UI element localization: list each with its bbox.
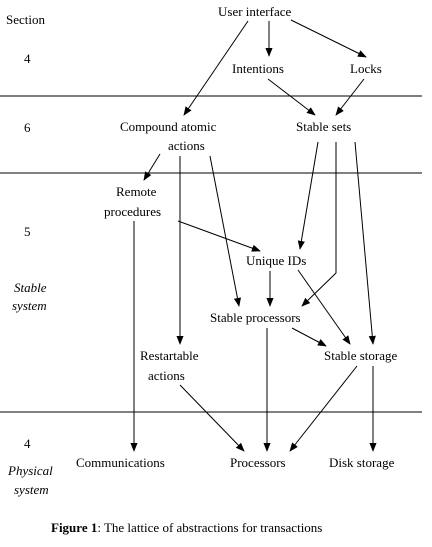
node-stable-processors: Stable processors [210, 310, 301, 325]
section-number-user-interface: 4 [24, 51, 31, 66]
edge-user-interface-to-locks [290, 19, 367, 58]
section-number-physical: 4 [24, 436, 31, 451]
node-processors: Processors [230, 455, 286, 470]
edge-stable-sets-to-stable-processors [301, 142, 337, 307]
section-number-stable: 5 [24, 224, 31, 239]
edge-stable-sets-to-unique-ids [297, 141, 319, 250]
node-intentions: Intentions [232, 61, 284, 76]
edge-user-interface-to-compound [183, 20, 249, 116]
physical-system-label-line-1: Physical [7, 463, 53, 478]
node-restartable-actions-line-1: Restartable [140, 348, 199, 363]
node-remote-procedures-line-1: Remote [116, 184, 157, 199]
node-locks: Locks [350, 61, 382, 76]
edge-unique-ids-to-stable-storage [297, 269, 351, 345]
edge-stable-processors-to-stable-storage [291, 327, 327, 347]
section-header: Section [6, 12, 45, 27]
stable-system-label-line-2: system [12, 298, 47, 313]
edge-intentions-to-stable-sets [267, 78, 316, 116]
node-communications: Communications [76, 455, 165, 470]
stable-system-label-line-1: Stable [14, 280, 47, 295]
node-compound-atomic-actions-line-2: actions [168, 138, 205, 153]
node-disk-storage: Disk storage [329, 455, 395, 470]
edge-stable-sets-to-stable-storage [354, 141, 376, 345]
node-stable-storage: Stable storage [324, 348, 398, 363]
edge-stable-storage-to-processors [289, 365, 358, 452]
edge-compound-to-stable-processors [209, 155, 241, 307]
node-compound-atomic-actions-line-1: Compound atomic [120, 119, 217, 134]
physical-system-label-line-2: system [14, 482, 49, 497]
figure-caption-text: : The lattice of abstractions for transa… [97, 520, 322, 535]
node-user-interface: User interface [218, 4, 291, 19]
section-number-compound: 6 [24, 120, 31, 135]
node-unique-ids: Unique IDs [246, 253, 306, 268]
node-stable-sets: Stable sets [296, 119, 351, 134]
figure-caption: Figure 1: The lattice of abstractions fo… [51, 520, 322, 535]
edge-compound-to-remote-procedures [143, 153, 161, 181]
node-restartable-actions-line-2: actions [148, 368, 185, 383]
edge-locks-to-stable-sets [335, 78, 365, 116]
edge-remote-procedures-to-unique-ids [177, 220, 261, 252]
figure-caption-label: Figure 1 [51, 520, 97, 535]
node-remote-procedures-line-2: procedures [104, 204, 161, 219]
edge-restartable-to-processors [179, 384, 245, 452]
